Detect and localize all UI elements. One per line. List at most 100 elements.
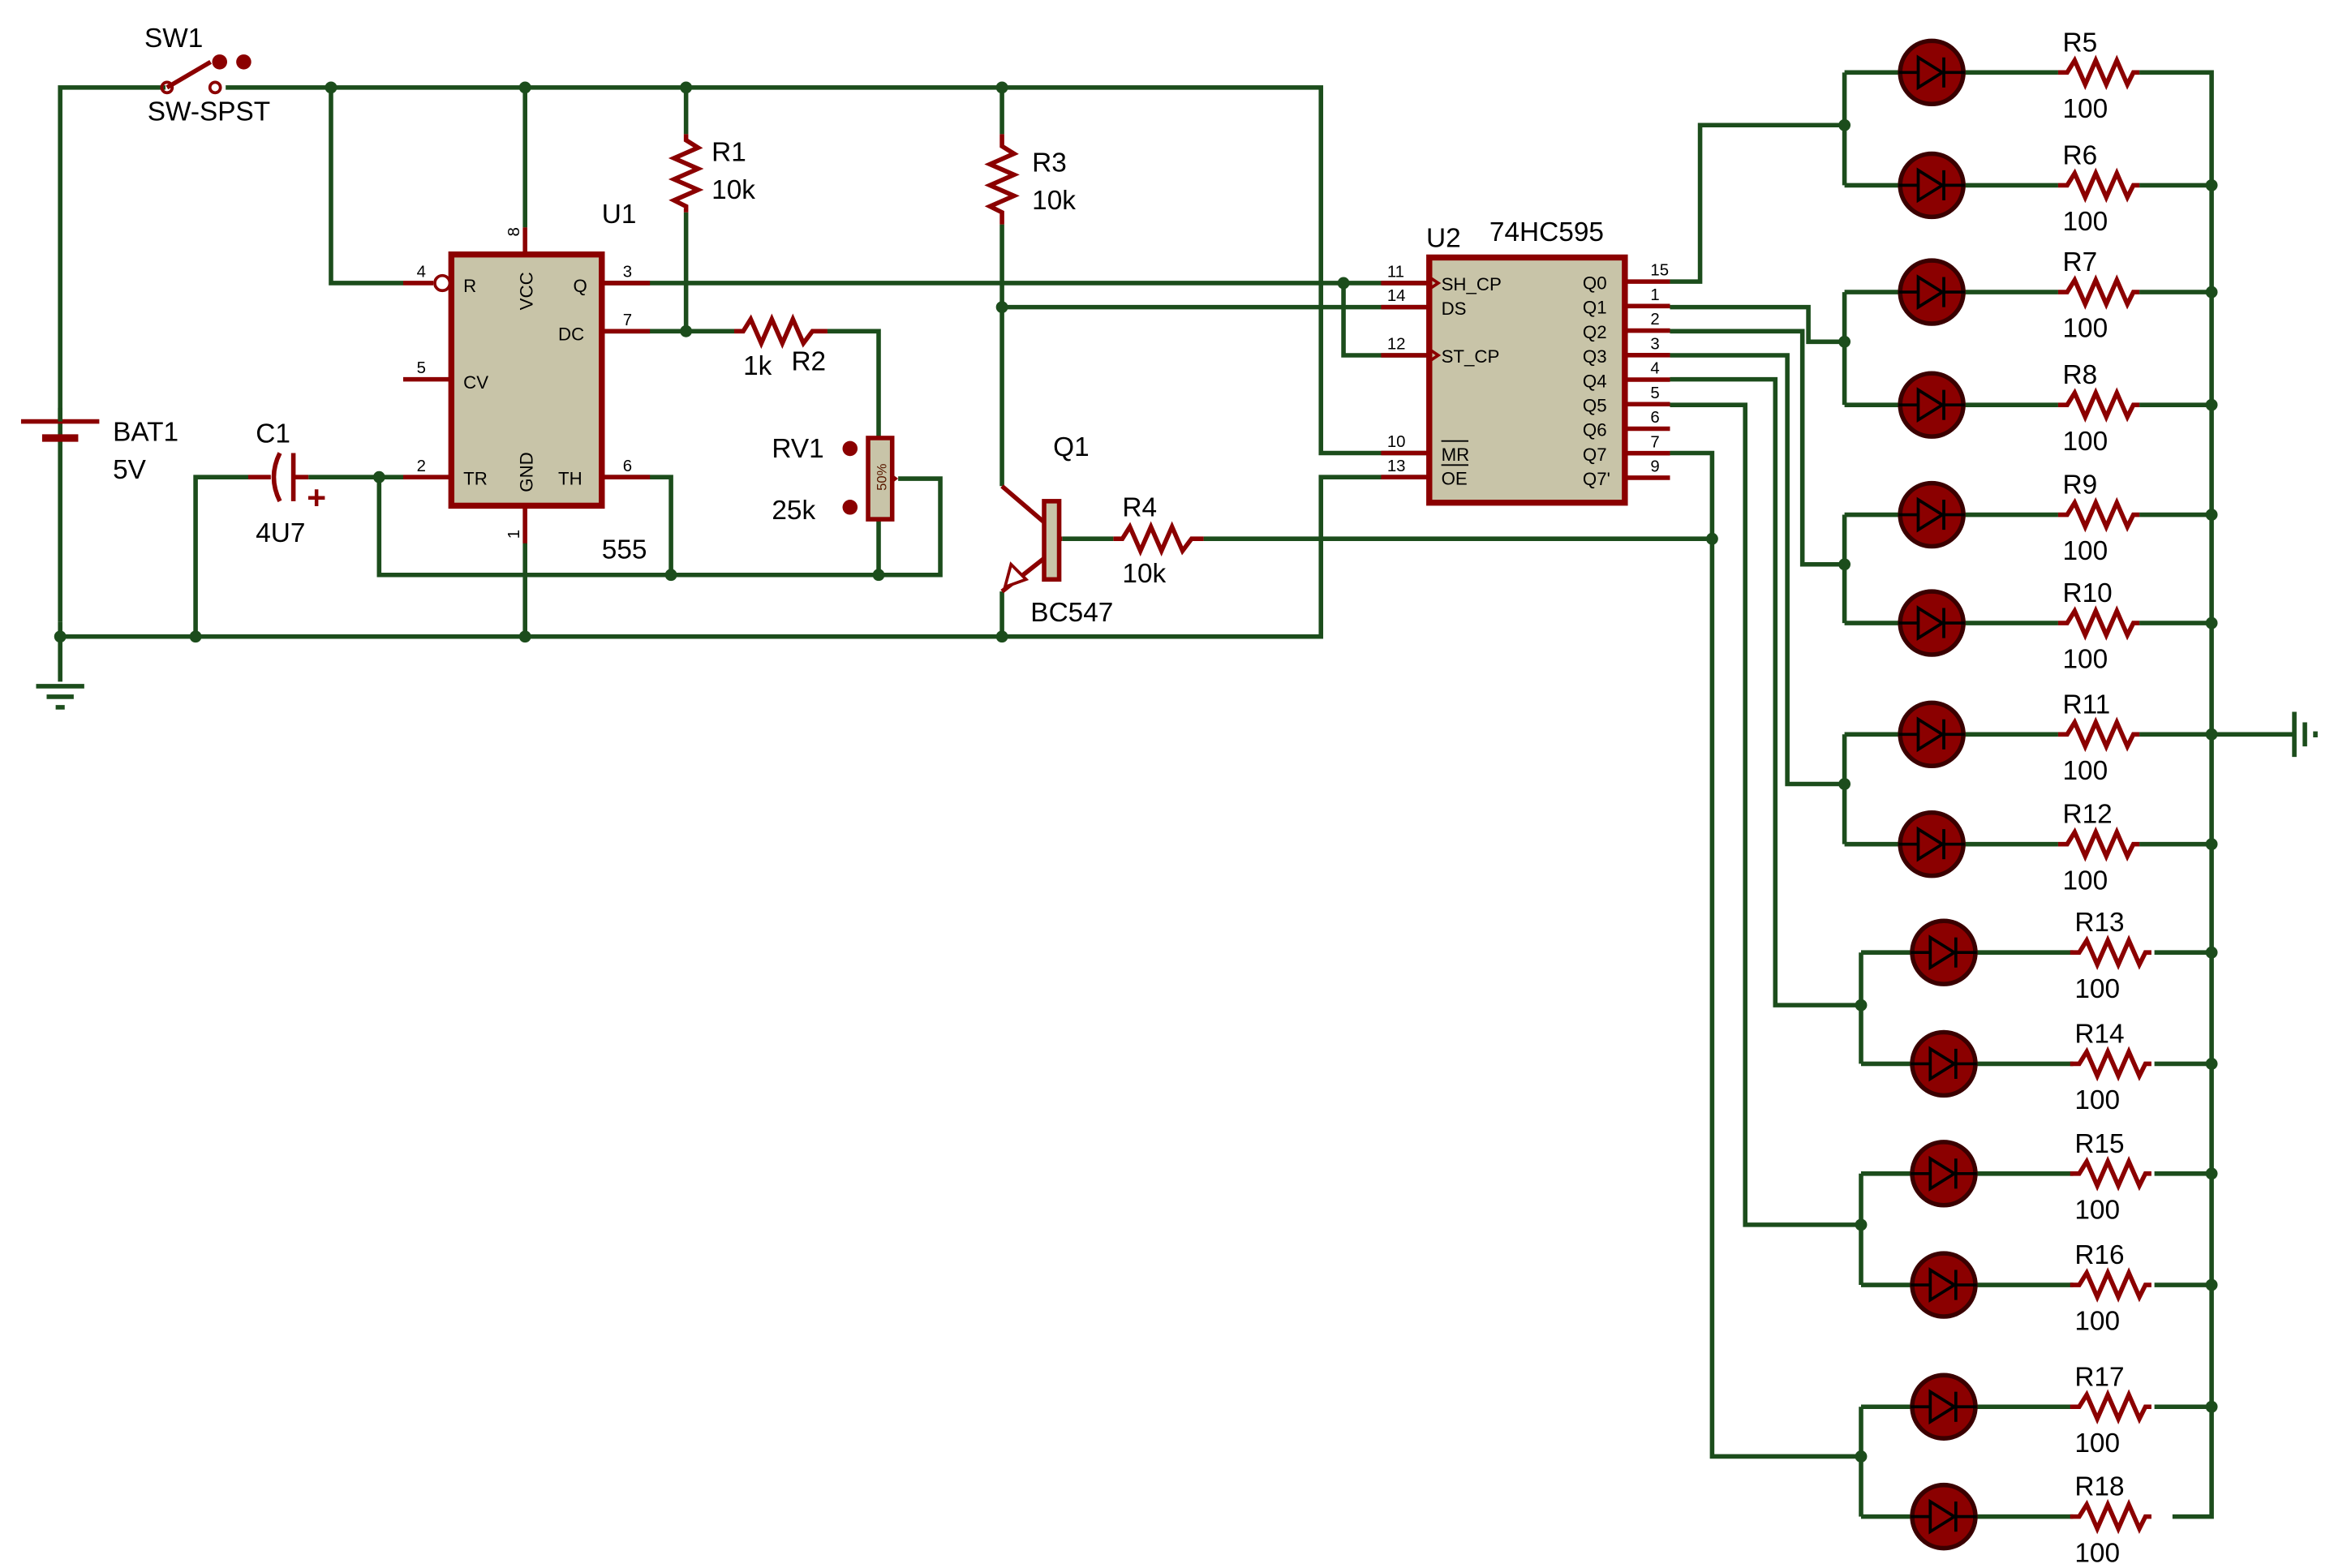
u1-pin-th: TH [558,468,582,488]
u1-ref: U1 [602,200,637,230]
resistor [2070,1046,2151,1082]
junction-dot [2205,1167,2218,1180]
resistor-ref: R12 [2063,800,2113,830]
junction-dot [189,630,202,643]
potentiometer-rv1[interactable]: 50% RV1 25k [772,434,899,526]
capacitor-curved-plate [271,452,282,503]
u2-pin-name: Q7 [1583,445,1607,465]
u2-pin-name: OE [1442,468,1468,488]
switch-sw1[interactable]: SW1 SW-SPST [144,24,270,127]
sw1-ref: SW1 [144,24,203,54]
u2-pin-name: SH_CP [1442,274,1502,294]
u2-pin-num: 4 [1650,360,1659,378]
r4-ref: R4 [1122,492,1157,522]
led-row: R5 100 [1898,28,2140,124]
ground-symbol-right [2292,711,2318,758]
junction-dot [2205,946,2218,959]
u2-pin-num: 5 [1650,384,1659,402]
u2-pin-name: Q1 [1583,298,1607,318]
resistor [2057,496,2140,533]
ic-u1-555[interactable]: R CV TR Q DC TH VCC GND 4 5 2 3 7 6 8 1 … [403,200,651,565]
u2-pin-num: 14 [1387,287,1406,305]
resistor-ref: R5 [2063,28,2098,58]
junction-dot [995,301,1008,314]
junction-dot [325,81,337,94]
resistor [2057,605,2140,641]
junction-dot [2205,178,2218,191]
reset-inversion-bubble [433,273,452,293]
resistor [2057,716,2140,753]
battery-bat1: BAT1 5V [20,407,178,485]
resistor [2070,1156,2151,1192]
junction-dot [1838,558,1851,571]
junction-dot [1855,1450,1868,1463]
ground-symbol-left [36,684,84,710]
junction-dot [1838,118,1851,131]
resistor-ref: R17 [2074,1362,2124,1392]
pot-adjust-icon[interactable] [842,500,858,515]
u2-pin-num: 7 [1650,433,1659,451]
q1-value: BC547 [1030,598,1113,628]
resistor-ref: R15 [2074,1129,2124,1159]
r4-value: 10k [1122,559,1166,589]
resistor-value: 100 [2063,756,2108,786]
resistor [2057,167,2140,204]
resistor [2070,1498,2151,1535]
r3-value: 10k [1032,186,1076,216]
u1-pin-q: Q [574,276,587,296]
clock-input-icon [1428,275,1442,290]
u2-pin-name: ST_CP [1442,346,1500,367]
u2-pin-name: Q3 [1583,346,1607,367]
c1-ref: C1 [256,419,290,449]
switch-toggle-icon[interactable] [212,54,228,70]
resistor-value: 100 [2063,94,2108,124]
u1-pin-num: 6 [623,458,632,475]
resistor [2070,1267,2151,1303]
u1-pin-vcc: VCC [516,272,536,310]
u2-pin-num: 11 [1387,264,1404,281]
r1-ref: R1 [711,138,746,168]
u2-pin-name: Q5 [1583,396,1607,416]
bat1-value: 5V [113,455,147,485]
junction-dot [1838,335,1851,348]
u2-pin-num: 10 [1387,433,1406,451]
switch-lever [165,59,213,90]
resistor-value: 100 [2074,1538,2120,1568]
wires [58,70,2293,1519]
rv1-value: 25k [772,496,815,526]
resistor [2057,274,2140,310]
r3-ref: R3 [1032,148,1067,178]
resistor-value: 100 [2074,1085,2120,1115]
switch-contact [160,80,174,95]
pot-adjust-icon[interactable] [842,440,858,457]
junction-dot [2205,509,2218,521]
bat1-ref: BAT1 [113,418,178,448]
pot-body [866,436,895,522]
resistor-r2: 1k R2 [733,313,827,381]
clock-input-icon [1428,348,1442,363]
junction-dot [1838,778,1851,790]
u2-pin-num: 15 [1650,262,1669,280]
junction-dot [54,630,67,643]
resistor-r4: R4 10k [1113,492,1204,589]
u2-pin-num: 2 [1650,311,1659,329]
switch-toggle-icon[interactable] [236,54,251,70]
junction-dot [1855,1218,1868,1231]
resistor-ref: R18 [2074,1472,2124,1502]
resistor-value: 100 [2063,427,2108,457]
resistor-ref: R10 [2063,578,2113,608]
u1-pin-num: 1 [505,530,523,539]
u1-pin-cv: CV [463,372,488,393]
c1-value: 4U7 [256,518,305,548]
